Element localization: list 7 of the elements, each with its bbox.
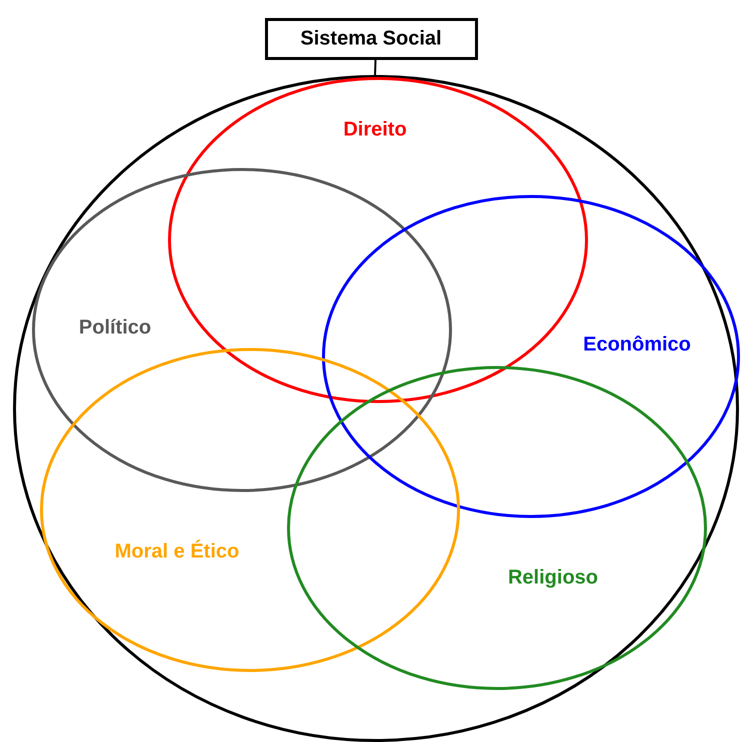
set-label: Econômico xyxy=(583,334,691,356)
set-label: Político xyxy=(78,316,152,340)
set-label: Direito xyxy=(343,118,407,142)
set-label: Moral e Ético xyxy=(114,540,240,564)
system-title: Sistema Social xyxy=(300,28,442,50)
connector-line xyxy=(374,60,376,76)
set-label: Religioso xyxy=(508,566,598,590)
